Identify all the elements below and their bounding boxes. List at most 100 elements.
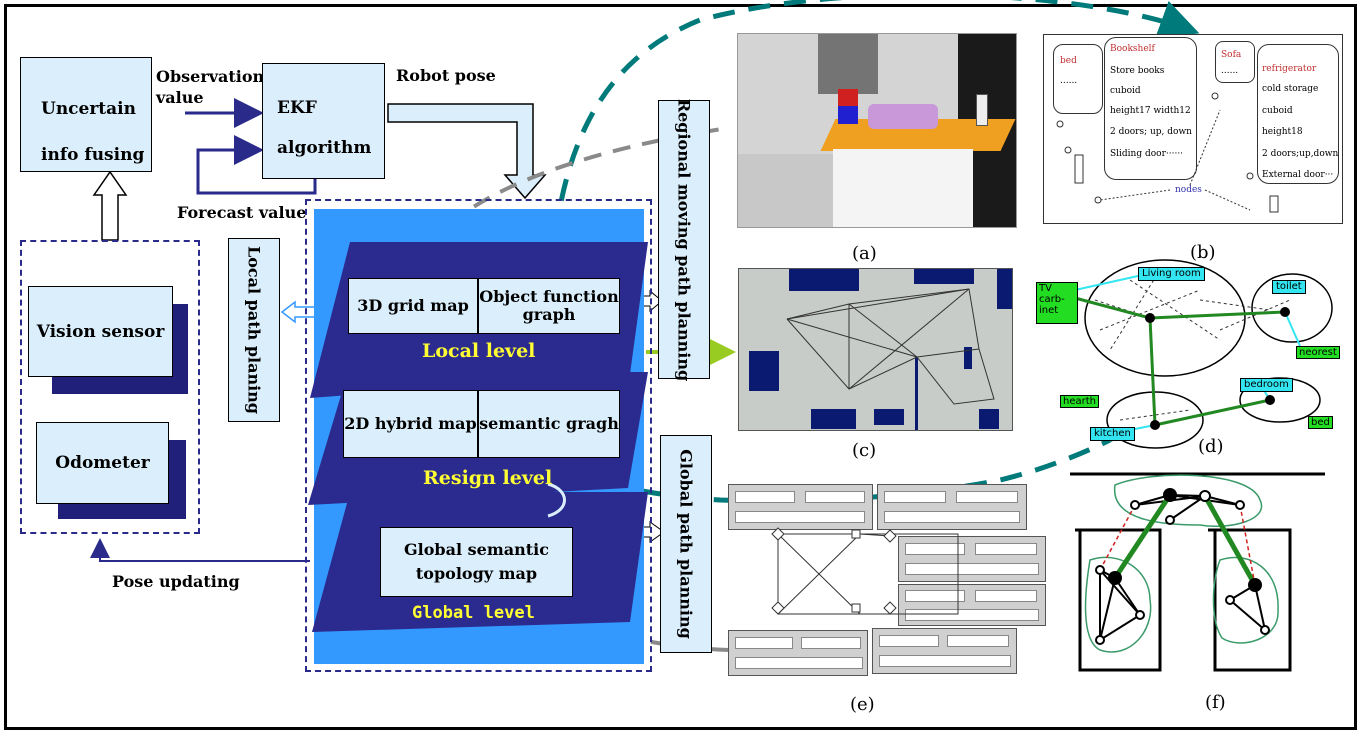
- bookshelf-line-4: 2 doors; up, down: [1110, 127, 1192, 137]
- 3d-grid-map-box: 3D grid map: [348, 278, 478, 334]
- bookshelf-line-2: cuboid: [1110, 86, 1141, 96]
- vision-sensor-box: Vision sensor: [28, 286, 173, 377]
- tv-cabinet-tag: TV carb-inet: [1036, 282, 1078, 324]
- toilet-tag: toilet: [1272, 280, 1306, 294]
- local-path-planning-box: Local path planing: [228, 238, 280, 422]
- map-block-4: [749, 351, 779, 391]
- refrigerator-line-1: cold storage: [1262, 84, 1319, 94]
- caption-d: (d): [1198, 436, 1224, 457]
- resign-level-label: Resign level: [423, 467, 553, 489]
- panel-a-scene: [737, 33, 1017, 228]
- ekf-label: EKF algorithm: [277, 98, 372, 158]
- 3d-grid-map-label: 3D grid map: [357, 296, 469, 315]
- 2d-hybrid-map-label: 2D hybrid map: [344, 414, 477, 433]
- map-block-2: [914, 269, 974, 284]
- scene-bottle: [976, 94, 988, 126]
- e-box-1: [728, 484, 873, 530]
- panel-b-objects: [1043, 34, 1343, 224]
- refrigerator-title: refrigerator: [1262, 64, 1317, 74]
- bed-tag: bed: [1308, 416, 1333, 429]
- robot-pose-label: Robot pose: [396, 66, 496, 85]
- living-room-tag: Living room: [1138, 267, 1205, 281]
- bubble-bookshelf: [1104, 37, 1197, 180]
- pose-update-line: [90, 538, 310, 562]
- refrigerator-line-4: 2 doors;up,down: [1262, 149, 1339, 159]
- bubble-bed: [1053, 44, 1103, 114]
- e-box-6: [872, 628, 1017, 674]
- figure-frame: [4, 4, 1357, 730]
- map-block-8: [979, 409, 999, 429]
- scene-table-body: [833, 149, 973, 227]
- odometer-box: Odometer: [36, 422, 169, 504]
- bookshelf-line-1: Store books: [1110, 66, 1165, 76]
- map-block-3: [997, 269, 1012, 309]
- odometer-label: Odometer: [55, 453, 150, 473]
- teal-dash-object-to-b: [549, 0, 1200, 273]
- bed-title: bed: [1060, 56, 1077, 66]
- center-dashed-frame: [305, 199, 652, 672]
- bookshelf-title: Bookshelf: [1110, 44, 1155, 54]
- map-block-7: [964, 347, 972, 369]
- e-box-5: [728, 630, 868, 676]
- object-function-graph-box: Object function graph: [478, 278, 620, 334]
- bubble-refrigerator: [1257, 44, 1339, 184]
- bedroom-tag: bedroom: [1240, 378, 1293, 392]
- caption-f: (f): [1205, 692, 1226, 713]
- global-topology-label: Global semantic topology map: [404, 540, 549, 583]
- scene-pink-object: [868, 104, 938, 129]
- gray-dash-grid-to-a: [392, 126, 729, 300]
- kitchen-tag: kitchen: [1090, 427, 1135, 441]
- local-level-label: Local level: [422, 340, 536, 362]
- scene-blue-box: [838, 106, 858, 124]
- caption-c: (c): [852, 440, 877, 461]
- semantic-graph-label: semantic gragh: [479, 414, 619, 433]
- map-path-graph: [786, 288, 995, 405]
- hearth-tag: hearth: [1060, 395, 1099, 408]
- uncertain-info-label: Uncertain info fusing: [41, 99, 145, 165]
- sensor-group: [20, 240, 200, 534]
- bookshelf-line-5: Sliding door······: [1110, 149, 1184, 159]
- panel-c-map: [738, 268, 1013, 431]
- vision-sensor-label: Vision sensor: [36, 321, 165, 342]
- neorest-tag: neorest: [1296, 346, 1340, 359]
- observation-value-label: Observation value: [156, 67, 265, 107]
- semantic-graph-box: semantic gragh: [478, 390, 620, 458]
- regional-planning-box: Regional moving path planning: [658, 98, 710, 381]
- e-box-3: [898, 536, 1046, 582]
- pose-updating-label: Pose updating: [112, 572, 240, 591]
- refrigerator-line-3: height18: [1262, 127, 1303, 137]
- caption-a: (a): [852, 243, 877, 264]
- global-topology-box: Global semantic topology map: [380, 527, 573, 597]
- e-box-2: [877, 484, 1027, 530]
- object-function-graph-label: Object function graph: [479, 287, 619, 324]
- e-box-4: [898, 584, 1046, 626]
- map-block-5: [811, 409, 856, 429]
- scene-dark-top: [818, 34, 878, 94]
- caption-b: (b): [1190, 242, 1216, 263]
- uncertain-info-box: Uncertain info fusing: [20, 57, 152, 172]
- scene-red-box: [838, 89, 858, 107]
- ekf-box: EKF algorithm: [262, 63, 385, 179]
- bed-dots: ......: [1060, 76, 1078, 86]
- global-planning-box: Global path planning: [660, 435, 712, 653]
- map-block-1: [789, 269, 859, 291]
- map-wall: [915, 357, 918, 430]
- bubble-sofa: [1215, 41, 1255, 83]
- bookshelf-line-3: height17 width12: [1110, 106, 1191, 116]
- map-block-6: [874, 409, 904, 425]
- loop-arrow-icon: [547, 482, 566, 518]
- forecast-value-label: Forecast value: [177, 203, 307, 222]
- hollow-up-arrow: [92, 170, 128, 241]
- forecast-loop: [196, 135, 317, 195]
- sofa-title: Sofa: [1221, 50, 1242, 60]
- global-level-label: Global level: [412, 603, 535, 623]
- caption-e: (e): [850, 694, 875, 715]
- refrigerator-line-5: External door···: [1262, 170, 1334, 180]
- sofa-dots: ......: [1221, 66, 1239, 76]
- 2d-hybrid-map-box: 2D hybrid map: [343, 390, 478, 458]
- nodes-label: nodes: [1175, 185, 1202, 195]
- refrigerator-line-2: cuboid: [1262, 106, 1293, 116]
